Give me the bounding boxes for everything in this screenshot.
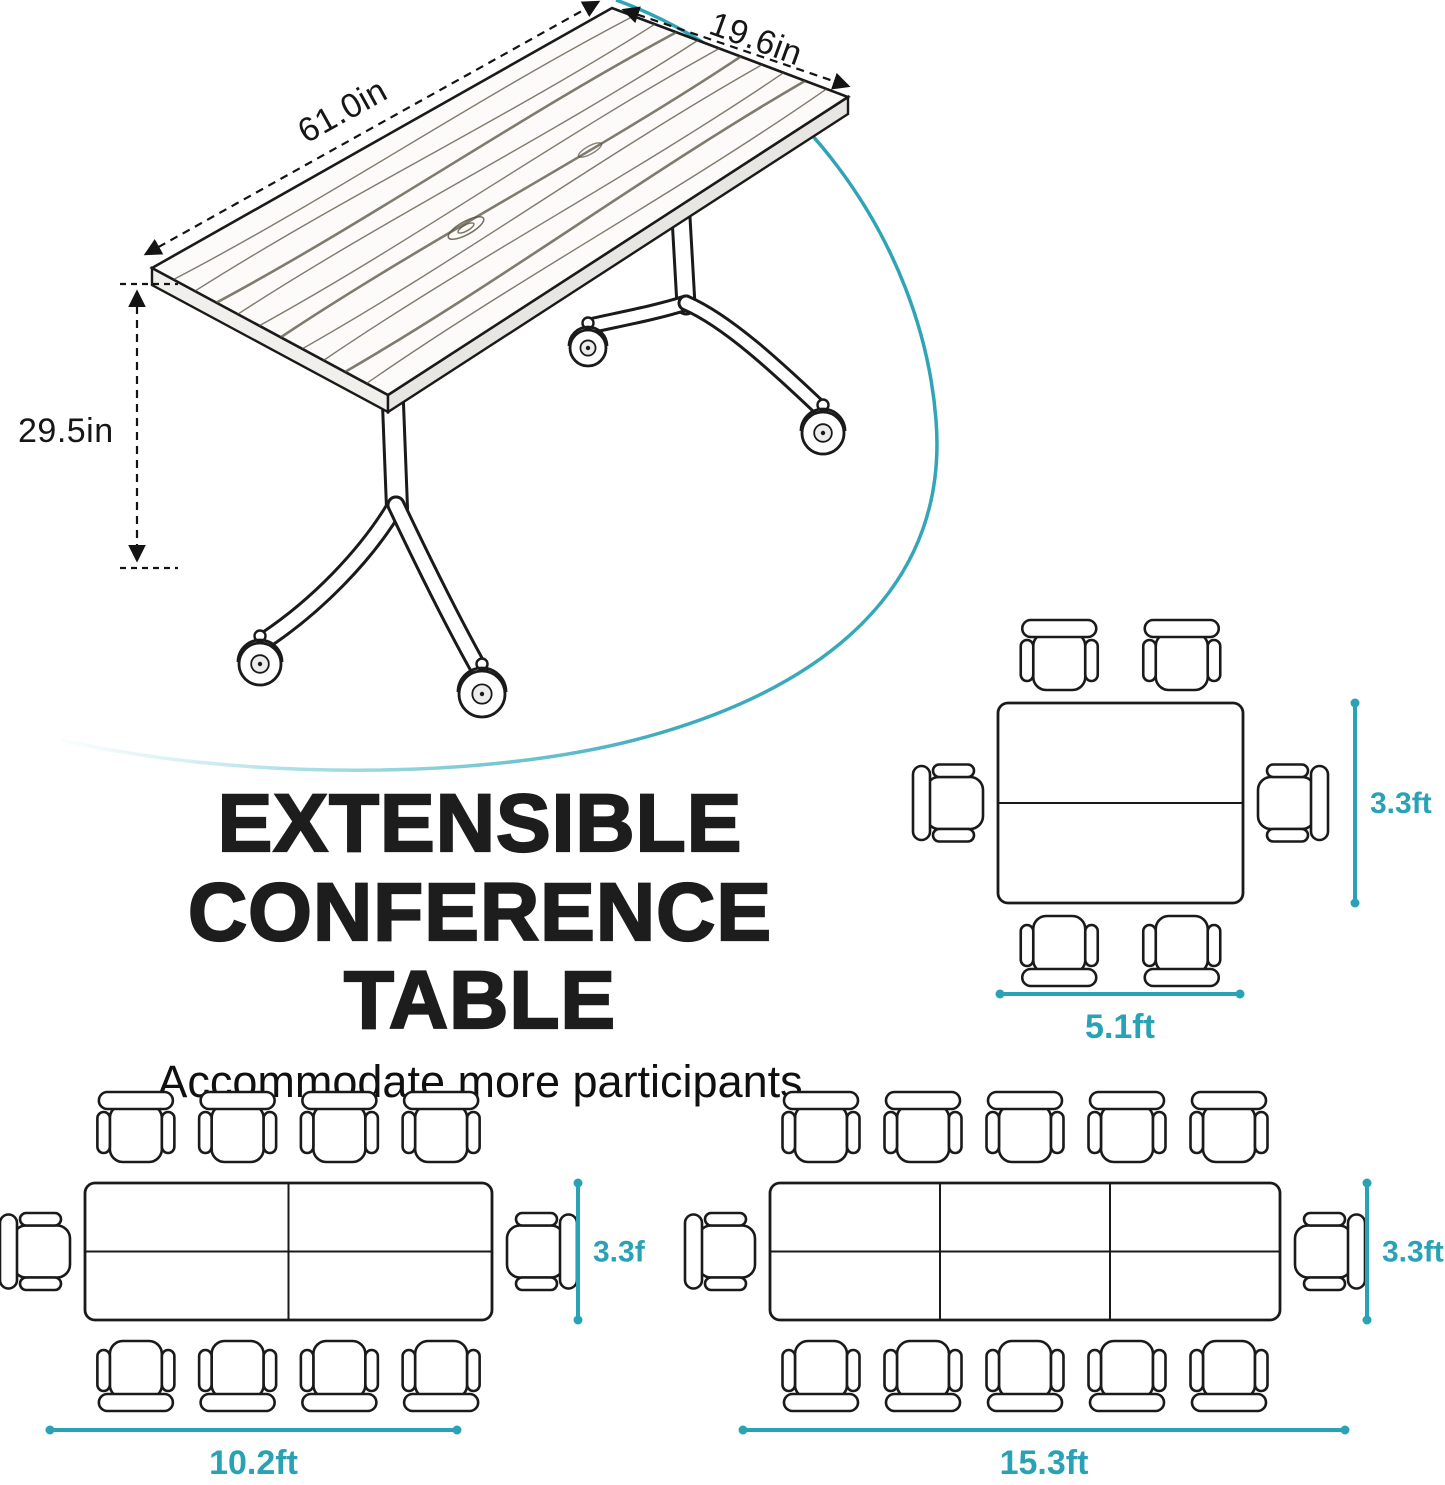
- chair-icon: [0, 1211, 72, 1292]
- width-dimension: 15.3ft: [1000, 1444, 1089, 1482]
- chair-icon: [299, 1339, 380, 1413]
- dimension-line: [1350, 698, 1360, 908]
- chair-icon: [197, 1339, 278, 1413]
- chair-icon: [883, 1339, 963, 1413]
- chair-icon: [505, 1211, 579, 1292]
- seating-layout-12-seats: 3.3ft 15.3ft: [683, 1090, 1444, 1482]
- dimension-line: [45, 1425, 462, 1435]
- chair-icon: [401, 1339, 481, 1413]
- chair-icon: [299, 1090, 380, 1164]
- chair-icon: [781, 1090, 861, 1164]
- chair-icon: [1019, 914, 1100, 988]
- chair-icon: [1189, 1339, 1269, 1413]
- chair-icon: [883, 1090, 963, 1164]
- chair-icon: [1256, 763, 1330, 843]
- chair-icon: [1293, 1211, 1367, 1292]
- title-line-1: EXTENSIBLE: [216, 778, 743, 869]
- chair-icon: [401, 1090, 481, 1164]
- chair-icon: [96, 1339, 176, 1413]
- table-3d-illustration: [120, 0, 851, 719]
- dimension-line: [995, 989, 1245, 999]
- chair-icon: [985, 1090, 1065, 1164]
- height-dimension-label: 29.5in: [18, 412, 114, 450]
- chair-icon: [683, 1211, 757, 1292]
- tabletop: [149, 6, 851, 415]
- caster-wheel-icon: [236, 629, 284, 687]
- dimension-lines: [120, 0, 851, 570]
- chair-icon: [1141, 914, 1222, 988]
- chair-icon: [1189, 1090, 1269, 1164]
- caster-wheel-icon: [567, 316, 609, 368]
- chair-icon: [1087, 1090, 1167, 1164]
- width-dimension: 5.1ft: [1085, 1008, 1155, 1046]
- chair-icon: [197, 1090, 278, 1164]
- chair-icon: [96, 1090, 176, 1164]
- height-dimension: 3.3ft: [1382, 1236, 1444, 1269]
- dimension-line: [1362, 1178, 1372, 1325]
- seating-layout-10-seats: 3.3ft 10.2ft: [0, 1090, 645, 1482]
- chair-icon: [1141, 618, 1222, 692]
- chair-icon: [781, 1339, 861, 1413]
- caster-wheel-icon: [456, 657, 508, 719]
- caster-wheel-icon: [799, 398, 847, 456]
- dimension-line: [573, 1178, 583, 1325]
- chair-icon: [911, 763, 985, 843]
- title-block: EXTENSIBLE CONFERENCE TABLE Accommodate …: [50, 778, 910, 1108]
- chair-icon: [1019, 618, 1100, 692]
- width-dimension: 10.2ft: [209, 1444, 298, 1482]
- height-dimension: 3.3ft: [1370, 787, 1432, 820]
- height-dimension: 3.3ft: [593, 1236, 645, 1269]
- chair-icon: [1087, 1339, 1167, 1413]
- chair-icon: [985, 1339, 1065, 1413]
- seating-layout-6-seats: 3.3ft 5.1ft: [911, 618, 1432, 1046]
- dimension-line: [738, 1425, 1350, 1435]
- title-line-2: CONFERENCE TABLE: [187, 866, 773, 1047]
